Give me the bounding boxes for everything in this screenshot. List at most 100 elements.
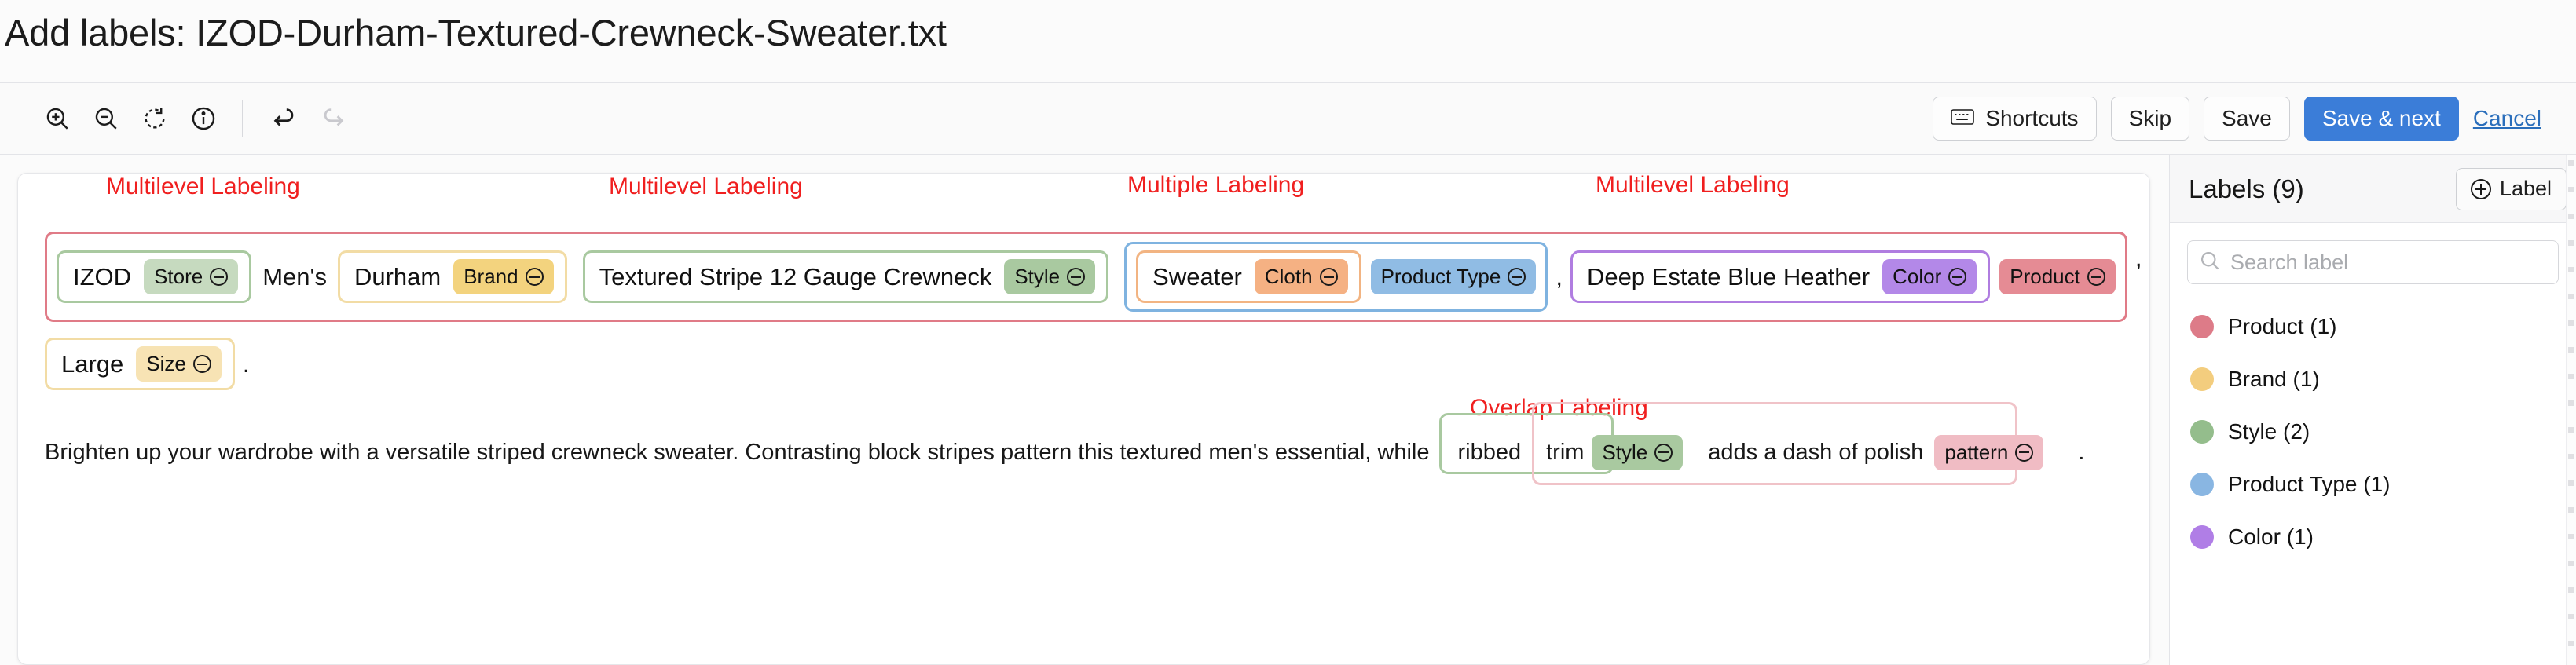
tag-label: Product Type bbox=[1380, 265, 1501, 288]
callout-multilevel-2: Multilevel Labeling bbox=[609, 174, 803, 199]
annotation-card: Multilevel Labeling Multilevel Labeling … bbox=[17, 173, 2150, 665]
remove-tag-icon[interactable] bbox=[1948, 268, 1967, 286]
tag-label: Style bbox=[1014, 265, 1061, 288]
remove-tag-icon[interactable] bbox=[1508, 268, 1526, 286]
overlap-word-ribbed: ribbed bbox=[1457, 440, 1522, 465]
skip-button[interactable]: Skip bbox=[2110, 97, 2190, 141]
label-item-style[interactable]: Style (2) bbox=[2190, 405, 2559, 458]
label-item-color[interactable]: Color (1) bbox=[2190, 510, 2559, 563]
remove-tag-icon[interactable] bbox=[525, 268, 544, 286]
tag-product-type[interactable]: Product Type bbox=[1370, 259, 1537, 294]
callout-multilevel-3: Multilevel Labeling bbox=[1596, 173, 1790, 198]
label-item-text: Product Type (1) bbox=[2228, 471, 2391, 496]
tag-label: pattern bbox=[1944, 440, 2009, 464]
cancel-link[interactable]: Cancel bbox=[2472, 106, 2541, 130]
paragraph-text: Brighten up your wardrobe with a versati… bbox=[45, 440, 1430, 465]
label-item-product[interactable]: Product (1) bbox=[2190, 300, 2559, 353]
entity-text: Durham bbox=[354, 262, 442, 290]
entity-text: Sweater bbox=[1152, 262, 1242, 290]
save-and-next-button[interactable]: Save & next bbox=[2303, 97, 2459, 141]
entity-large-size[interactable]: Large Size bbox=[45, 338, 235, 390]
remove-tag-icon[interactable] bbox=[2015, 443, 2034, 462]
overlap-region: ribbed trim Style adds a dash of polish … bbox=[1438, 402, 2085, 485]
label-item-text: Color (1) bbox=[2228, 524, 2314, 549]
page-title: Add labels: IZOD-Durham-Textured-Crewnec… bbox=[5, 12, 947, 53]
label-search-box[interactable] bbox=[2187, 240, 2559, 284]
tag-label: Style bbox=[1602, 440, 1648, 464]
tag-store[interactable]: Store bbox=[144, 259, 239, 294]
toolbar-divider bbox=[242, 100, 243, 137]
zoom-out-icon[interactable] bbox=[82, 94, 130, 143]
entity-sweater[interactable]: Sweater Cloth bbox=[1136, 250, 1361, 303]
plus-icon bbox=[2470, 178, 2491, 199]
remove-tag-icon[interactable] bbox=[210, 268, 229, 286]
entity-textured-stripe[interactable]: Textured Stripe 12 Gauge Crewneck Style bbox=[582, 250, 1109, 303]
search-icon bbox=[2199, 250, 2221, 276]
color-dot-icon bbox=[2190, 524, 2214, 549]
entity-text: Textured Stripe 12 Gauge Crewneck bbox=[599, 262, 992, 290]
entity-text: IZOD bbox=[73, 262, 132, 290]
group-box-product-type[interactable]: Sweater Cloth Product Type bbox=[1124, 242, 1548, 312]
color-dot-icon bbox=[2190, 472, 2214, 496]
entity-durham[interactable]: Durham Brand bbox=[337, 250, 567, 303]
save-button[interactable]: Save bbox=[2204, 97, 2290, 141]
callout-overlap: Overlap Labeling bbox=[1470, 395, 1648, 421]
color-dot-icon bbox=[2190, 419, 2214, 444]
add-label-button[interactable]: Label bbox=[2455, 167, 2567, 210]
callout-multilevel-1: Multilevel Labeling bbox=[106, 174, 300, 199]
color-dot-icon bbox=[2190, 367, 2214, 391]
tag-label: Cloth bbox=[1264, 265, 1313, 288]
tag-pattern[interactable]: pattern bbox=[1934, 434, 2044, 470]
info-icon[interactable] bbox=[179, 94, 228, 143]
remove-tag-icon[interactable] bbox=[192, 355, 211, 373]
page-scrollbar[interactable] bbox=[2566, 155, 2576, 665]
group-box-product[interactable]: IZOD Store Men's Durham Brand bbox=[45, 232, 2127, 322]
toolbar: Shortcuts Skip Save Save & next Cancel bbox=[0, 82, 2576, 155]
tag-style[interactable]: Style bbox=[1004, 259, 1096, 294]
remove-tag-icon[interactable] bbox=[1654, 443, 1673, 462]
tag-product[interactable]: Product bbox=[1999, 259, 2116, 294]
period-separator: . bbox=[242, 350, 250, 378]
overlap-mid-text: adds a dash of polish bbox=[1708, 440, 1924, 465]
tag-size[interactable]: Size bbox=[136, 346, 222, 382]
tag-label: Store bbox=[154, 265, 203, 288]
tag-label: Brand bbox=[464, 265, 518, 288]
shortcuts-button[interactable]: Shortcuts bbox=[1933, 97, 2097, 141]
labels-header: Labels (9) Label bbox=[2170, 155, 2576, 223]
remove-tag-icon[interactable] bbox=[1067, 268, 1086, 286]
remove-tag-icon[interactable] bbox=[2087, 268, 2105, 286]
tag-brand[interactable]: Brand bbox=[453, 259, 554, 294]
undo-icon[interactable] bbox=[260, 94, 309, 143]
annotation-content-wrap: Multilevel Labeling Multilevel Labeling … bbox=[0, 155, 2169, 665]
reset-zoom-icon[interactable] bbox=[130, 94, 179, 143]
redo-icon[interactable] bbox=[309, 94, 357, 143]
toolbar-actions: Shortcuts Skip Save Save & next Cancel bbox=[1933, 97, 2557, 141]
label-item-text: Style (2) bbox=[2228, 418, 2310, 444]
body-area: Multilevel Labeling Multilevel Labeling … bbox=[0, 155, 2576, 665]
overlap-word-trim: trim bbox=[1546, 440, 1585, 465]
tag-style-overlap[interactable]: Style bbox=[1592, 434, 1684, 470]
annotation-row-1: IZOD Store Men's Durham Brand bbox=[45, 232, 2142, 322]
tag-color[interactable]: Color bbox=[1882, 259, 1977, 294]
label-item-brand[interactable]: Brand (1) bbox=[2190, 353, 2559, 405]
comma-separator: , bbox=[1555, 262, 1563, 290]
label-item-product-type[interactable]: Product Type (1) bbox=[2190, 458, 2559, 510]
shortcuts-label: Shortcuts bbox=[1985, 106, 2079, 130]
comma-separator-2: , bbox=[2134, 244, 2142, 272]
annotation-paragraph-row: Brighten up your wardrobe with a versati… bbox=[45, 402, 2126, 485]
tag-cloth[interactable]: Cloth bbox=[1254, 259, 1348, 294]
remove-tag-icon[interactable] bbox=[1319, 268, 1338, 286]
labels-list: Product (1) Brand (1) Style (2) Product … bbox=[2170, 289, 2576, 563]
entity-izod[interactable]: IZOD Store bbox=[57, 250, 252, 303]
entity-xx-large-start[interactable]: XX- bbox=[2149, 232, 2150, 277]
labels-title: Labels (9) bbox=[2189, 174, 2304, 203]
tag-label: Color bbox=[1893, 265, 1942, 288]
labels-sidebar: Labels (9) Label Product (1) bbox=[2169, 155, 2576, 665]
add-label-text: Label bbox=[2499, 177, 2552, 200]
entity-deep-estate-blue[interactable]: Deep Estate Blue Heather Color bbox=[1570, 250, 1991, 303]
search-input[interactable] bbox=[2230, 250, 2547, 275]
zoom-in-icon[interactable] bbox=[33, 94, 82, 143]
tag-label: Product bbox=[2010, 265, 2080, 288]
overlap-end-period: . bbox=[2078, 440, 2085, 465]
tag-label: Size bbox=[146, 352, 186, 375]
